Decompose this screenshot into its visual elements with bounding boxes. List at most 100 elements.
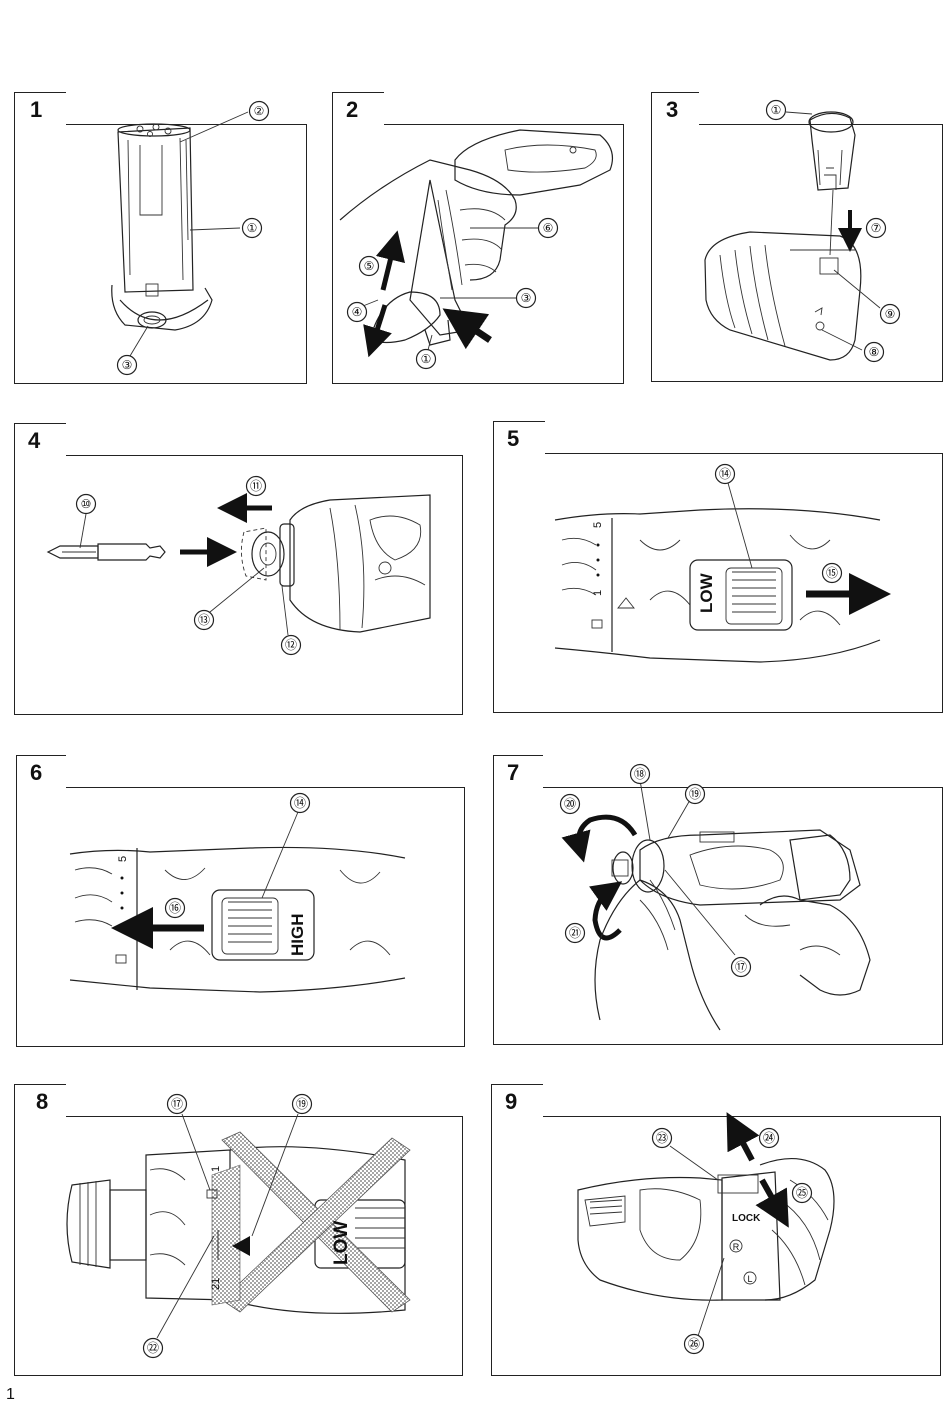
dial-mark: 5	[117, 856, 129, 862]
callout-14: ⑭	[714, 463, 736, 485]
switch-label: HIGH	[288, 914, 307, 957]
callout-11: ⑪	[245, 475, 267, 497]
panel-number: 6	[30, 760, 43, 785]
callout-17: ⑰	[730, 956, 752, 978]
callout-19: ⑲	[291, 1093, 313, 1115]
callout-7: ⑦	[865, 217, 887, 239]
svg-text:⑬: ⑬	[198, 613, 210, 627]
svg-text:⑧: ⑧	[869, 345, 880, 359]
svg-text:⑤: ⑤	[364, 259, 375, 273]
svg-text:⑲: ⑲	[296, 1097, 308, 1111]
callout-1: ①	[415, 348, 437, 370]
svg-text:⑯: ⑯	[169, 901, 181, 915]
svg-text:⑱: ⑱	[634, 767, 646, 781]
svg-text:⑩: ⑩	[81, 497, 92, 511]
callout-18: ⑱	[629, 763, 651, 785]
panel-number: 2	[346, 97, 359, 122]
svg-text:①: ①	[247, 221, 258, 235]
callout-13: ⑬	[193, 609, 215, 631]
callout-8: ⑧	[863, 341, 885, 363]
switch-label: LOW	[331, 1221, 352, 1265]
callout-1: ①	[241, 217, 263, 239]
callout-4: ④	[346, 301, 368, 323]
panel-number: 7	[507, 760, 520, 785]
svg-text:㉕: ㉕	[796, 1186, 808, 1200]
panel-number: 8	[36, 1089, 49, 1114]
dial-mark: 5	[592, 522, 604, 528]
svg-text:⑭: ⑭	[294, 796, 306, 810]
svg-text:②: ②	[254, 104, 265, 118]
lock-label: LOCK	[732, 1213, 761, 1224]
callout-3: ③	[515, 287, 537, 309]
callout-6: ⑥	[537, 217, 559, 239]
panel-number: 4	[28, 428, 41, 453]
callout-19: ⑲	[684, 783, 706, 805]
page-number: 1	[6, 1386, 15, 1403]
callout-20: ⑳	[559, 793, 581, 815]
callout-23: ㉓	[651, 1127, 673, 1149]
callout-17: ⑰	[166, 1093, 188, 1115]
callout-9: ⑨	[879, 303, 901, 325]
callout-14: ⑭	[289, 792, 311, 814]
svg-text:⑭: ⑭	[719, 467, 731, 481]
svg-text:⑫: ⑫	[285, 638, 297, 652]
panel-number: 3	[666, 97, 679, 122]
dial-mark: 21	[210, 1278, 222, 1290]
callout-25: ㉕	[791, 1182, 813, 1204]
callout-10: ⑩	[75, 493, 97, 515]
svg-text:⑮: ⑮	[826, 566, 838, 580]
svg-text:㉖: ㉖	[688, 1337, 700, 1351]
svg-text:⑪: ⑪	[250, 479, 262, 493]
svg-text:⑰: ⑰	[171, 1097, 183, 1111]
callout-24: ㉔	[758, 1127, 780, 1149]
callout-1: ①	[765, 99, 787, 121]
svg-text:㉑: ㉑	[569, 926, 581, 940]
callout-26: ㉖	[683, 1333, 705, 1355]
svg-text:①: ①	[421, 352, 432, 366]
svg-text:㉓: ㉓	[656, 1131, 668, 1145]
svg-text:⑨: ⑨	[885, 307, 896, 321]
panel-number: 9	[505, 1089, 518, 1114]
callout-15: ⑮	[821, 562, 843, 584]
svg-text:⑰: ⑰	[735, 960, 747, 974]
svg-text:㉒: ㉒	[147, 1341, 159, 1355]
dial-mark: 1	[210, 1166, 222, 1172]
svg-text:㉔: ㉔	[763, 1131, 775, 1145]
callout-16: ⑯	[164, 897, 186, 919]
callout-3: ③	[116, 354, 138, 376]
svg-text:⑥: ⑥	[543, 221, 554, 235]
dial-mark: 1	[592, 590, 604, 596]
svg-text:⑲: ⑲	[689, 787, 701, 801]
svg-text:③: ③	[521, 291, 532, 305]
direction-r-label: R	[733, 1242, 740, 1252]
direction-l-label: L	[747, 1274, 752, 1284]
panel-number: 5	[507, 426, 520, 451]
callout-21: ㉑	[564, 922, 586, 944]
svg-text:⑦: ⑦	[871, 221, 882, 235]
svg-text:⑳: ⑳	[564, 797, 576, 811]
callout-2: ②	[248, 100, 270, 122]
callout-12: ⑫	[280, 634, 302, 656]
callout-22: ㉒	[142, 1337, 164, 1359]
svg-text:④: ④	[352, 305, 363, 319]
svg-text:③: ③	[122, 358, 133, 372]
callout-5: ⑤	[358, 255, 380, 277]
panel-number: 1	[30, 97, 43, 122]
